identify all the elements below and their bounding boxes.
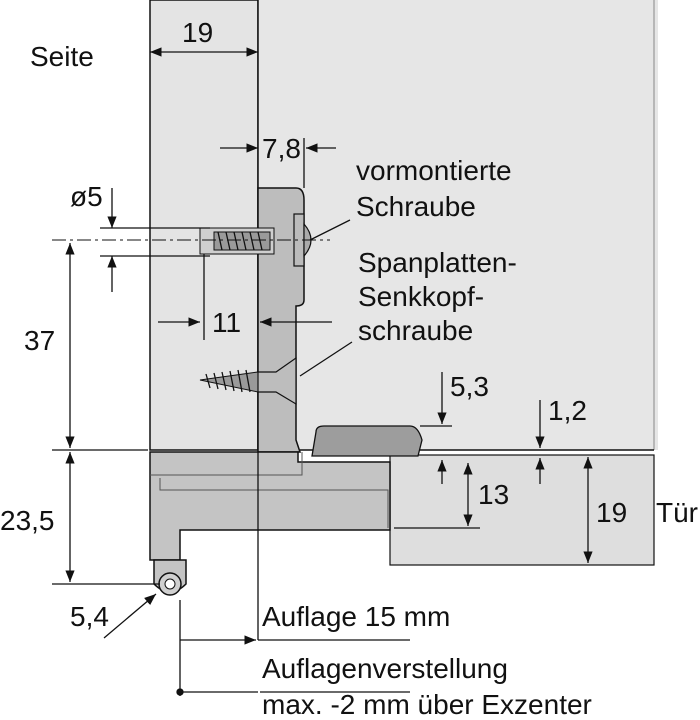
cabinet-interior (258, 0, 658, 450)
note-chipboard-screw-1: Spanplatten- (358, 247, 517, 278)
premounted-screw (199, 213, 312, 267)
hinge-arm (149, 451, 391, 561)
note-premounted-screw-1: vormontierte (356, 155, 512, 186)
dim-side-thickness: 19 (182, 17, 213, 48)
hinge-cup (311, 425, 423, 457)
dim-5-3: 5,3 (450, 371, 489, 402)
note-premounted-screw-2: Schraube (356, 191, 476, 222)
note-overlay: Auflage 15 mm (262, 601, 450, 632)
dimension-lines (52, 47, 593, 696)
dim-1-2: 1,2 (548, 395, 587, 426)
door-panel (389, 454, 655, 566)
label-side: Seite (30, 41, 94, 72)
note-chipboard-screw-2: Senkkopf- (358, 281, 484, 312)
note-overlay-adjust-2: max. -2 mm über Exzenter (262, 689, 592, 720)
dim-height-37: 37 (24, 325, 55, 356)
chipboard-screw (199, 356, 297, 406)
dim-5-4: 5,4 (70, 601, 109, 632)
note-overlay-adjust-1: Auflagenverstellung (262, 653, 508, 684)
dim-13: 13 (478, 479, 509, 510)
dim-11: 11 (212, 307, 241, 338)
label-door: Tür (656, 497, 698, 528)
dim-23-5: 23,5 (0, 505, 55, 536)
dim-hole-diameter: ø5 (70, 181, 103, 212)
dim-door-thickness: 19 (596, 497, 627, 528)
dim-screw-offset: 7,8 (262, 133, 301, 164)
note-chipboard-screw-3: schraube (358, 315, 473, 346)
